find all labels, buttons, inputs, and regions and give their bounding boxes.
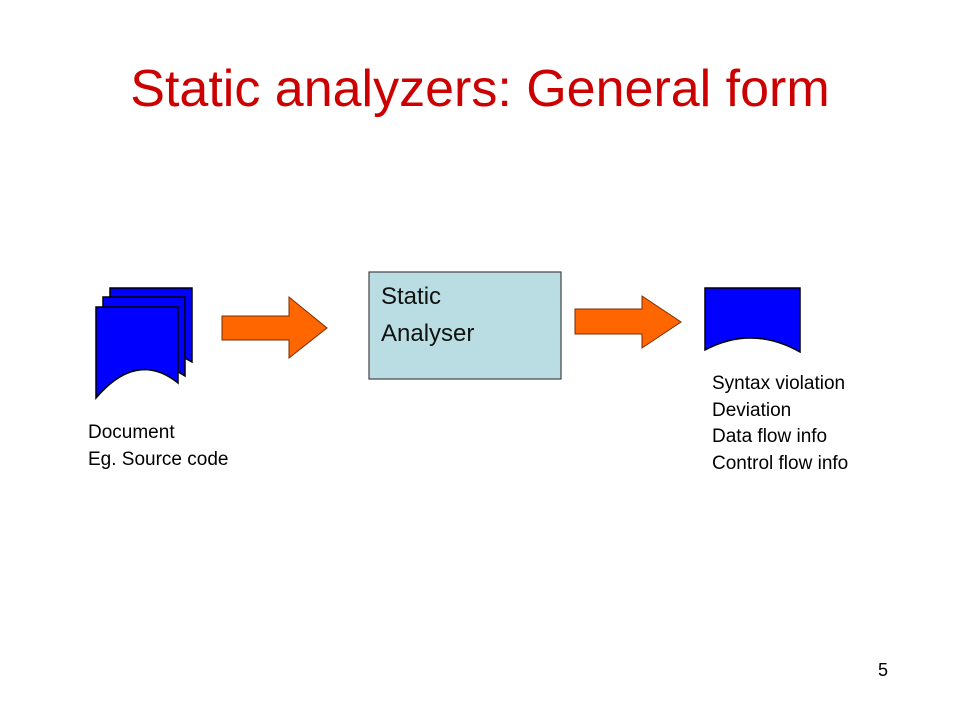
slide-title: Static analyzers: General form bbox=[130, 60, 830, 118]
output-item: Syntax violation bbox=[712, 373, 846, 394]
output-item: Data flow info bbox=[712, 426, 828, 448]
analyser-label: Static Analyser bbox=[381, 278, 474, 352]
document-stack-icon bbox=[95, 287, 193, 401]
analyser-label-line2: Analyser bbox=[381, 320, 475, 348]
output-item: Control flow info bbox=[712, 452, 849, 474]
output-caption: Syntax violation Deviation Data flow inf… bbox=[712, 371, 848, 477]
input-caption-line1: Document bbox=[88, 422, 175, 443]
page-number: 5 bbox=[878, 660, 889, 680]
analyser-label-line1: Static bbox=[381, 283, 442, 310]
input-caption: Document Eg. Source code bbox=[88, 420, 228, 473]
arrow-to-output-icon bbox=[574, 295, 682, 349]
document-sheet-front bbox=[95, 306, 179, 401]
output-item: Deviation bbox=[712, 399, 792, 421]
output-document-icon bbox=[704, 287, 801, 354]
analyser-box bbox=[368, 271, 562, 380]
input-caption-line2: Eg. Source code bbox=[88, 448, 229, 470]
arrow-to-analyser-icon bbox=[221, 295, 328, 360]
